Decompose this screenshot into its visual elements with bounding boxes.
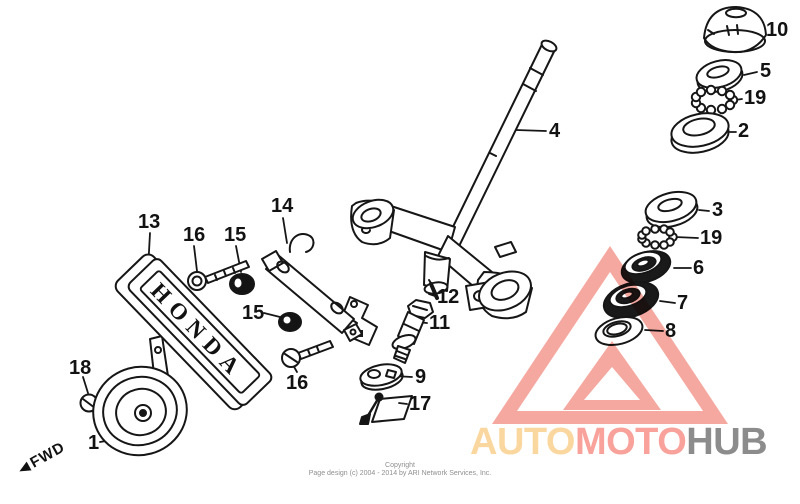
part-label-17: 17 <box>409 393 432 415</box>
wire-clip <box>359 392 413 425</box>
part-label-11: 11 <box>429 312 451 334</box>
stay-bracket <box>261 233 363 342</box>
part-label-19-upper: 19 <box>744 87 767 109</box>
brand-segment-hub: HUB <box>686 421 768 463</box>
watermark-brand: AUTOMOTOHUB <box>470 421 768 463</box>
upper-ball-race <box>644 190 699 229</box>
part-label-15-upper: 15 <box>224 224 247 246</box>
part-label-9: 9 <box>415 366 427 388</box>
horn <box>92 335 188 457</box>
ball-retainer-lower <box>637 224 678 250</box>
part-label-10: 10 <box>766 19 789 41</box>
emblem-bolt-lower <box>281 340 334 368</box>
part-label-12: 12 <box>437 286 460 308</box>
stem-nut <box>703 6 767 54</box>
part-label-3: 3 <box>712 199 724 221</box>
emblem-bolt-upper <box>187 260 250 291</box>
pin <box>428 279 439 300</box>
part-label-14: 14 <box>271 195 294 217</box>
brand-segment-moto: MOTO <box>574 421 687 463</box>
dust-seal-washer <box>695 59 744 93</box>
part-label-5: 5 <box>760 60 772 82</box>
part-label-19-lower: 19 <box>700 227 723 249</box>
part-label-1: 1 <box>88 432 100 454</box>
copyright-footer: Copyright Page design (c) 2004 - 2014 by… <box>0 462 800 479</box>
steering-stem <box>438 39 558 261</box>
copyright-line2: Page design (c) 2004 - 2014 by ARI Netwo… <box>308 470 492 478</box>
top-cone-race <box>670 112 730 154</box>
emblem-nut-upper <box>229 273 255 295</box>
part-label-15-lower: 15 <box>242 302 265 324</box>
bottom-bridge <box>350 198 533 320</box>
part-label-16-upper: 16 <box>183 224 206 246</box>
part-label-16-lower: 16 <box>286 372 309 394</box>
part-label-4: 4 <box>549 120 561 142</box>
brand-segment-auto: AUTO <box>470 421 575 463</box>
part-label-8: 8 <box>665 320 677 342</box>
part-label-2: 2 <box>738 120 750 142</box>
part-label-6: 6 <box>693 257 705 279</box>
lower-washer <box>594 315 644 347</box>
emblem-nut-lower <box>278 312 302 332</box>
ball-retainer-upper <box>690 84 739 116</box>
setting-plate <box>359 363 404 391</box>
stem-bolt <box>391 299 434 364</box>
part-label-13: 13 <box>138 211 161 233</box>
part-label-7: 7 <box>677 292 689 314</box>
part-label-18: 18 <box>69 357 92 379</box>
lower-cone-race <box>620 250 672 284</box>
copyright-line1: Copyright <box>385 462 415 469</box>
